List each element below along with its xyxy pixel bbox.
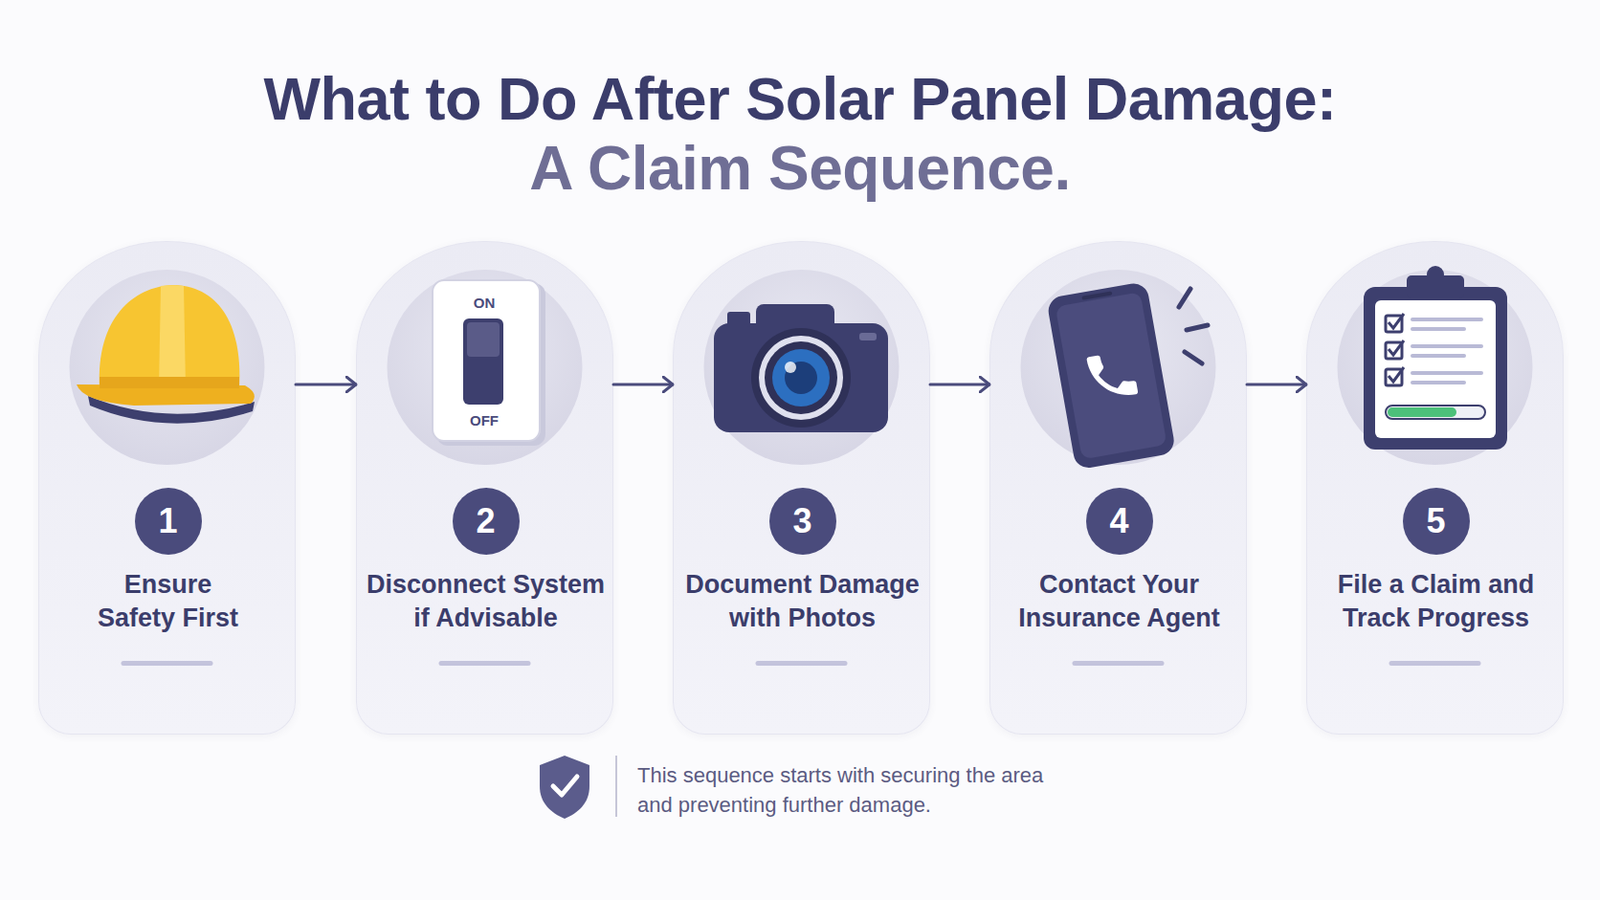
step-number: 3 [769,488,837,556]
step-label: Ensure Safety First [86,568,251,636]
camera-body [713,323,889,433]
card-underline [121,661,214,667]
step-number-text: 5 [1402,488,1470,556]
subtitle: A Claim Sequence. [0,133,1600,204]
card-underline [1389,661,1482,667]
hard-hat-icon [76,285,255,424]
icon-backgrounds [69,269,1534,466]
check-mark [1388,367,1404,382]
lens-center [784,361,818,395]
step-card: Document Damage with Photos 3 [672,241,931,735]
ring-ray [1184,352,1202,364]
card-underline [755,661,848,667]
clipboard-icon [1363,266,1508,450]
icon-circle [387,269,583,466]
card-underline [1072,661,1165,667]
clipboard-knob [1426,266,1445,284]
step-number: 1 [134,488,202,556]
caption-divider [615,755,618,818]
title: What to Do After Solar Panel Damage: [0,64,1600,134]
switch-shadow [436,283,546,446]
hat-band [99,377,240,389]
phone-screen [1055,291,1168,460]
switch-icon [432,280,546,446]
icon-circle [69,269,266,466]
handset-glyph [1086,350,1138,402]
phone-body [1045,281,1177,471]
check-mark [1388,313,1404,329]
clipboard-paper [1375,300,1496,439]
lens-ring [758,335,844,421]
phone-icon [1045,281,1208,471]
step-number-text: 1 [134,488,202,556]
flow-arrow [930,383,990,387]
step-number-text: 2 [452,488,520,556]
step-number: 4 [1086,488,1154,556]
step-card: File a Claim and Track Progress 5 [1306,241,1564,735]
step-label: Disconnect System if Advisable [360,568,612,636]
step-number: 2 [452,488,520,556]
card-underlines [121,661,1482,667]
step-label: Contact Your Insurance Agent [994,568,1245,636]
camera-flash [727,311,751,328]
shield-icon [539,755,590,820]
lens-highlight [784,361,797,374]
progress-fill [1387,407,1457,418]
flow-arrow [1246,383,1307,387]
caption: This sequence starts with securing the a… [637,760,1059,821]
checkbox [1385,315,1402,333]
hat-shadow [88,396,255,424]
step-number: 5 [1402,488,1470,556]
checkbox [1385,342,1402,359]
clipboard-board [1363,287,1508,450]
list-line [1412,344,1482,349]
step-label: Document Damage with Photos [677,568,929,636]
switch-plate [432,280,540,442]
camera-button [859,333,877,341]
check-mark [1388,340,1404,356]
ring-ray [1178,288,1191,308]
step-label: File a Claim and Track Progress [1311,568,1562,636]
phone-speaker [1081,290,1112,300]
checkboxes [1385,313,1404,386]
list-line [1412,327,1465,332]
list-line [1412,380,1465,385]
hat-dome [99,285,241,389]
hat-brim [76,384,255,406]
list-line [1412,371,1482,376]
card-underline [439,661,532,667]
step-number-text: 3 [769,488,837,556]
hat-ridge [158,285,186,389]
step-number-text: 4 [1086,488,1154,556]
icon-circle [1021,269,1217,466]
step-card: Contact Your Insurance Agent 4 [989,241,1247,735]
flow-arrow [613,383,673,387]
list-line [1412,354,1465,358]
icon-circle [1337,269,1534,466]
list-line [1412,317,1482,322]
switch-rocker [463,318,504,405]
switch-rocker-top [466,322,500,357]
step-card: Disconnect System if Advisable 2 [355,241,614,735]
checkbox [1385,369,1402,386]
shield [539,755,590,820]
phone-body-group [1045,281,1177,471]
ring-ray [1186,325,1208,331]
shield-check [553,777,578,796]
step-card: Ensure Safety First 1 [38,241,296,735]
list-lines [1412,319,1482,383]
camera-top [755,304,835,337]
progress-track [1385,405,1486,420]
icon-circle [704,269,900,466]
clipboard-clip [1406,275,1465,299]
lens-outer [751,328,851,428]
camera-icon [713,304,889,433]
lens-barrel [764,341,838,415]
lens-glass [772,349,830,407]
flow-arrow [295,383,356,387]
